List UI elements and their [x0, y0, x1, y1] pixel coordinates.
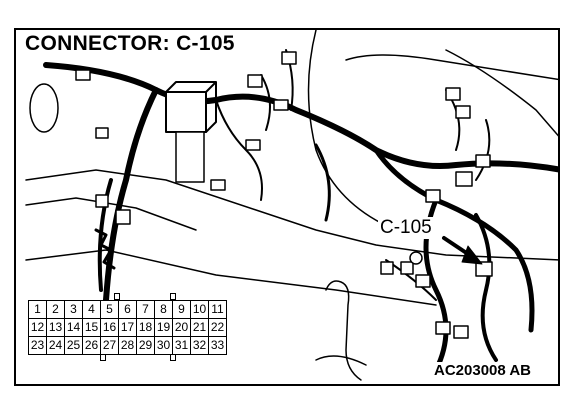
pin-cell: 19: [154, 318, 173, 337]
connector-key-top: [170, 293, 176, 300]
pin-cell: 23: [28, 336, 47, 355]
pin-cell: 30: [154, 336, 173, 355]
pin-cell: 20: [172, 318, 191, 337]
connector-key-top: [114, 293, 120, 300]
pin-cell: 9: [172, 300, 191, 319]
pin-cell: 5: [100, 300, 119, 319]
connector-key-bottom: [170, 354, 176, 361]
harness-branch-right: [373, 147, 535, 333]
pin-cell: 11: [208, 300, 227, 319]
pin-cell: 25: [64, 336, 83, 355]
pin-cell: 13: [46, 318, 65, 337]
connector-callout-label: C-105: [378, 217, 434, 239]
pin-cell: 16: [100, 318, 119, 337]
pin-cell: 3: [64, 300, 83, 319]
pin-cell: 2: [46, 300, 65, 319]
pin-cell: 18: [136, 318, 155, 337]
pin-cell: 10: [190, 300, 209, 319]
pin-cell: 26: [82, 336, 101, 355]
pin-cell: 28: [118, 336, 137, 355]
vent-oval: [29, 83, 59, 133]
pin-cell: 12: [28, 318, 47, 337]
connector-key-bottom: [100, 354, 106, 361]
pin-cell: 8: [154, 300, 173, 319]
figure-code: AC203008 AB: [432, 362, 533, 380]
pin-cell: 21: [190, 318, 209, 337]
pin-cell: 24: [46, 336, 65, 355]
connector-group: [75, 51, 493, 339]
pin-cell: 7: [136, 300, 155, 319]
pin-cell: 1: [28, 300, 47, 319]
pin-cell: 22: [208, 318, 227, 337]
pin-cell: 27: [100, 336, 119, 355]
pin-cell: 4: [82, 300, 101, 319]
pin-cell: 6: [118, 300, 137, 319]
body-panel-outline: [307, 30, 397, 231]
gear-shift-lever: [325, 280, 362, 381]
harness-branch-left: [103, 87, 159, 303]
pin-cell: 32: [190, 336, 209, 355]
pin-cell: 17: [118, 318, 137, 337]
pin-cell: 31: [172, 336, 191, 355]
dashboard-outline: [25, 169, 558, 261]
c105-connector-body: [475, 261, 493, 277]
pin-cell: 29: [136, 336, 155, 355]
relay-block: [165, 91, 207, 133]
pin-cell: 14: [64, 318, 83, 337]
pin-cell: 33: [208, 336, 227, 355]
pin-cell: 15: [82, 318, 101, 337]
wiring-illustration: [25, 30, 558, 381]
connector-title: CONNECTOR: C-105: [22, 32, 238, 56]
